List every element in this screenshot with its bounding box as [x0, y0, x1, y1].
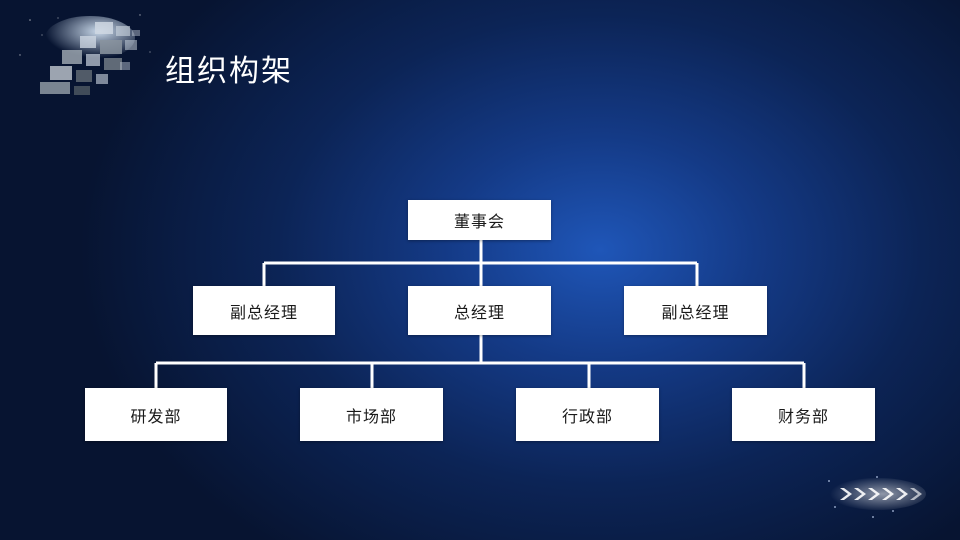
org-node-board: 董事会 [408, 200, 551, 240]
org-node-label: 行政部 [561, 406, 613, 426]
org-node-label: 财务部 [777, 406, 829, 426]
org-node-finance-dept: 财务部 [732, 388, 875, 441]
org-node-marketing-dept: 市场部 [300, 388, 443, 441]
org-node-vp-right: 副总经理 [624, 286, 767, 335]
org-node-general-manager: 总经理 [408, 286, 551, 335]
org-node-label: 研发部 [130, 406, 182, 426]
org-node-label: 总经理 [453, 302, 505, 322]
decorative-arrows-graphic [828, 476, 926, 518]
org-node-label: 副总经理 [661, 302, 730, 322]
page-title: 组织构架 [165, 54, 293, 89]
decorative-tiles-graphic [19, 14, 151, 95]
org-node-label: 副总经理 [229, 302, 298, 322]
org-node-label: 市场部 [345, 406, 397, 426]
org-node-rd-dept: 研发部 [85, 388, 227, 441]
org-node-label: 董事会 [453, 212, 505, 231]
org-node-vp-left: 副总经理 [193, 286, 335, 335]
org-node-admin-dept: 行政部 [516, 388, 659, 441]
